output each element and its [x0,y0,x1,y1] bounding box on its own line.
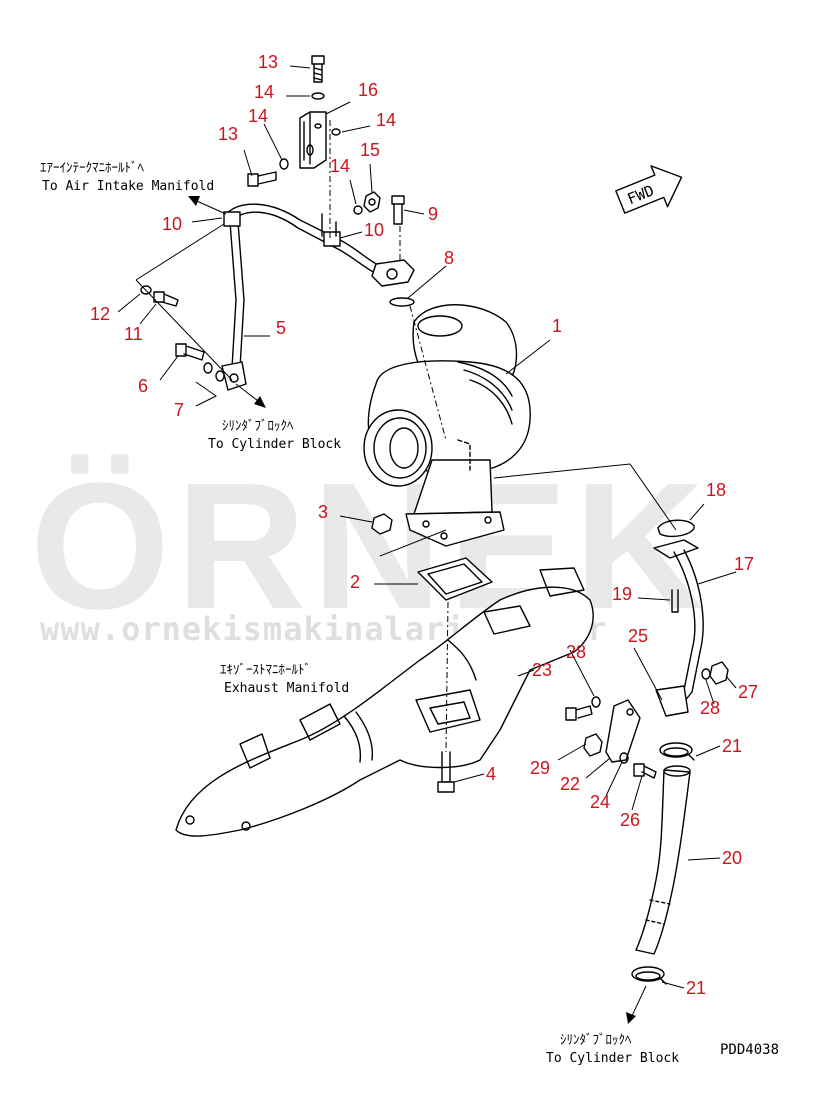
callout-3: 3 [318,502,328,522]
text-notes: ｴｱｰｲﾝﾃｰｸﾏﾆﾎｰﾙﾄﾞﾍ To Air Intake Manifold … [40,161,779,1066]
callout-14-right: 14 [376,110,396,130]
part-clamp-21-lower [631,966,667,985]
part-nut-22 [583,733,603,757]
callout-27: 27 [738,682,758,702]
part-washer-14-right [331,128,341,136]
callout-17: 17 [734,554,754,574]
part-bolt-28-left [565,705,593,721]
part-washer-24 [619,752,629,764]
callout-15: 15 [360,140,380,160]
callout-13-left: 13 [218,124,238,144]
part-washer-14-mid [353,205,363,215]
part-drain-pipe-17 [653,539,704,703]
part-gasket-2 [417,557,493,601]
callout-25: 25 [628,626,648,646]
callout-29: 29 [530,758,550,778]
callout-7: 7 [174,400,184,420]
note-exhaust-en: Exhaust Manifold [224,681,349,696]
note-cyl-block-lower-en: To Cylinder Block [546,1051,679,1066]
part-bolt-9 [391,195,405,225]
watermark: ÖRNEK www.ornekismakinalari.com.tr [30,446,704,648]
part-washer-28-left [591,696,601,708]
callout-14-left: 14 [248,106,268,126]
part-washer-14-top [311,92,325,100]
part-washer-14-left [279,158,289,170]
leader-lines [117,65,737,1024]
part-gasket-8 [389,297,415,307]
callout-21-lower: 21 [686,978,706,998]
callout-9: 9 [428,204,438,224]
callout-1: 1 [552,316,562,336]
part-turbocharger-1 [363,304,531,547]
part-nut-15 [363,191,381,213]
note-cyl-block-lower-jp: ｼﾘﾝﾀﾞﾌﾞﾛｯｸﾍ [560,1033,632,1048]
callout-28-right: 28 [700,698,720,718]
callout-18: 18 [706,480,726,500]
part-bracket-24 [605,699,641,763]
callout-12: 12 [90,304,110,324]
drawing-code: PDD4038 [720,1042,779,1058]
part-pipe-lower-fitting [221,361,247,391]
callout-11: 11 [124,324,143,344]
callout-numbers: 13 14 16 14 13 14 14 15 9 10 10 8 1 12 1… [90,52,758,998]
callout-26: 26 [620,810,640,830]
callout-23: 23 [532,660,552,680]
part-clamp-21-upper [659,742,695,761]
part-washer-7b [215,370,225,382]
part-banjo-fitting [371,259,415,287]
callout-14-mid: 14 [330,156,350,176]
note-air-intake-en: To Air Intake Manifold [42,179,214,194]
callout-21-upper: 21 [722,736,742,756]
part-exhaust-manifold [175,567,594,837]
part-washer-12 [140,285,152,295]
note-cyl-block-upper-jp: ｼﾘﾝﾀﾞﾌﾞﾛｯｸﾍ [222,419,294,434]
callout-6: 6 [138,376,148,396]
callout-19: 19 [612,584,632,604]
part-bolt-13-left [247,171,277,187]
part-bracket-25 [655,685,689,717]
part-nut-3 [371,513,393,535]
callout-14-top: 14 [254,82,274,102]
part-gasket-18 [657,519,695,538]
callout-16: 16 [358,80,378,100]
note-exhaust-jp: ｴｷｿﾞｰｽﾄﾏﾆﾎｰﾙﾄﾞ [220,663,311,678]
callout-20: 20 [722,848,742,868]
part-bolt-26 [633,763,657,779]
part-hose-20 [635,765,691,955]
part-bracket-16 [299,111,327,169]
part-pipe-5 [223,203,393,369]
callout-4: 4 [486,764,496,784]
note-air-intake-jp: ｴｱｰｲﾝﾃｰｸﾏﾆﾎｰﾙﾄﾞﾍ [40,161,145,176]
callout-2: 2 [350,572,360,592]
callout-28-left: 28 [566,642,586,662]
part-bolt-11 [153,291,179,307]
part-washer-28-right [701,668,711,680]
part-bolt-19 [671,589,679,613]
callout-8: 8 [444,248,454,268]
note-cyl-block-upper-en: To Cylinder Block [208,437,341,452]
part-bolt-4 [437,751,455,793]
part-bolt-13-top [311,55,325,83]
callout-10-left: 10 [162,214,182,234]
callout-24: 24 [590,792,610,812]
part-nut-27 [709,661,729,685]
part-bolt-6 [175,343,205,361]
part-washer-7a [203,362,213,374]
callout-5: 5 [276,318,286,338]
fwd-arrow: FWD [615,165,683,214]
callout-10-right: 10 [364,220,384,240]
callout-13-top: 13 [258,52,278,72]
callout-22: 22 [560,774,580,794]
